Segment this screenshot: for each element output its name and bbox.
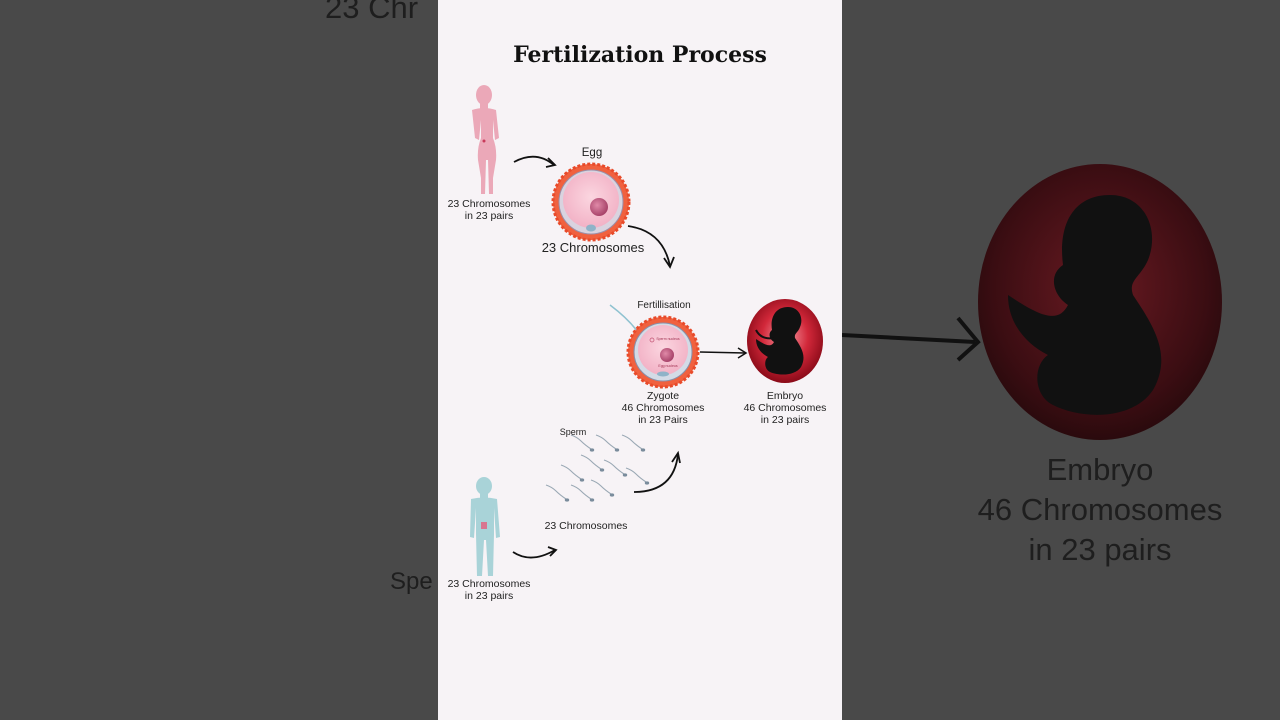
egg-cell (551, 162, 631, 242)
bg-fragment-chromosomes: 23 Chr (325, 0, 419, 25)
diagram-title: Fertilization Process (513, 42, 767, 68)
male-figure (470, 477, 500, 576)
sperm-nucleus-label: Sperm nucleus (656, 337, 680, 341)
bg-embryo-label-3: in 23 pairs (1028, 532, 1172, 567)
female-figure (472, 85, 499, 194)
sperm-cell (625, 467, 650, 485)
bg-fragment-sperm: Spe (390, 568, 433, 595)
sperm-cell (621, 434, 646, 452)
arrow-egg-to-zygote (627, 225, 675, 269)
bg-embryo-label-2: 46 Chromosomes (977, 492, 1223, 527)
sperm-cell (570, 484, 595, 502)
embryo-label-1: Embryo (766, 390, 804, 402)
sperm-cell (590, 479, 615, 497)
egg-label: 23 Chromosomes (541, 240, 645, 255)
egg-nucleus-label: Egg nucleus (658, 364, 678, 368)
sperm-cell (603, 459, 628, 477)
fertilisation-title: Fertillisation (637, 300, 691, 311)
sperm-label: 23 Chromosomes (544, 520, 628, 532)
embryo-label-3: in 23 pairs (760, 414, 810, 426)
female-label-1: 23 Chromosomes (447, 198, 531, 210)
embryo-label-2: 46 Chromosomes (743, 402, 827, 414)
sperm-cell (595, 434, 620, 452)
zygote-cell (609, 304, 700, 389)
sperm-cell (580, 454, 605, 472)
sperm-title: Sperm (559, 427, 587, 437)
male-label-1: 23 Chromosomes (447, 578, 531, 590)
female-label-2: in 23 pairs (464, 210, 514, 222)
zygote-label-3: in 23 Pairs (638, 414, 688, 426)
zygote-label-1: Zygote (646, 390, 680, 402)
embryo-graphic (747, 299, 823, 383)
bg-embryo-label-1: Embryo (1046, 452, 1154, 487)
sperm-cluster (545, 434, 650, 502)
egg-title: Egg (581, 147, 603, 159)
arrow-male-to-sperm (512, 546, 558, 559)
sperm-cell (570, 434, 595, 452)
diagram-panel: Fertilization Process (438, 0, 842, 720)
zygote-label-2: 46 Chromosomes (621, 402, 705, 414)
arrow-female-to-egg (513, 155, 557, 168)
male-label-2: in 23 pairs (464, 590, 514, 602)
sperm-cell (560, 464, 585, 482)
sperm-cell (545, 484, 570, 502)
arrow-zygote-to-embryo (699, 347, 748, 359)
diagram-graphics (470, 85, 823, 576)
arrow-sperm-to-zygote (633, 450, 681, 493)
